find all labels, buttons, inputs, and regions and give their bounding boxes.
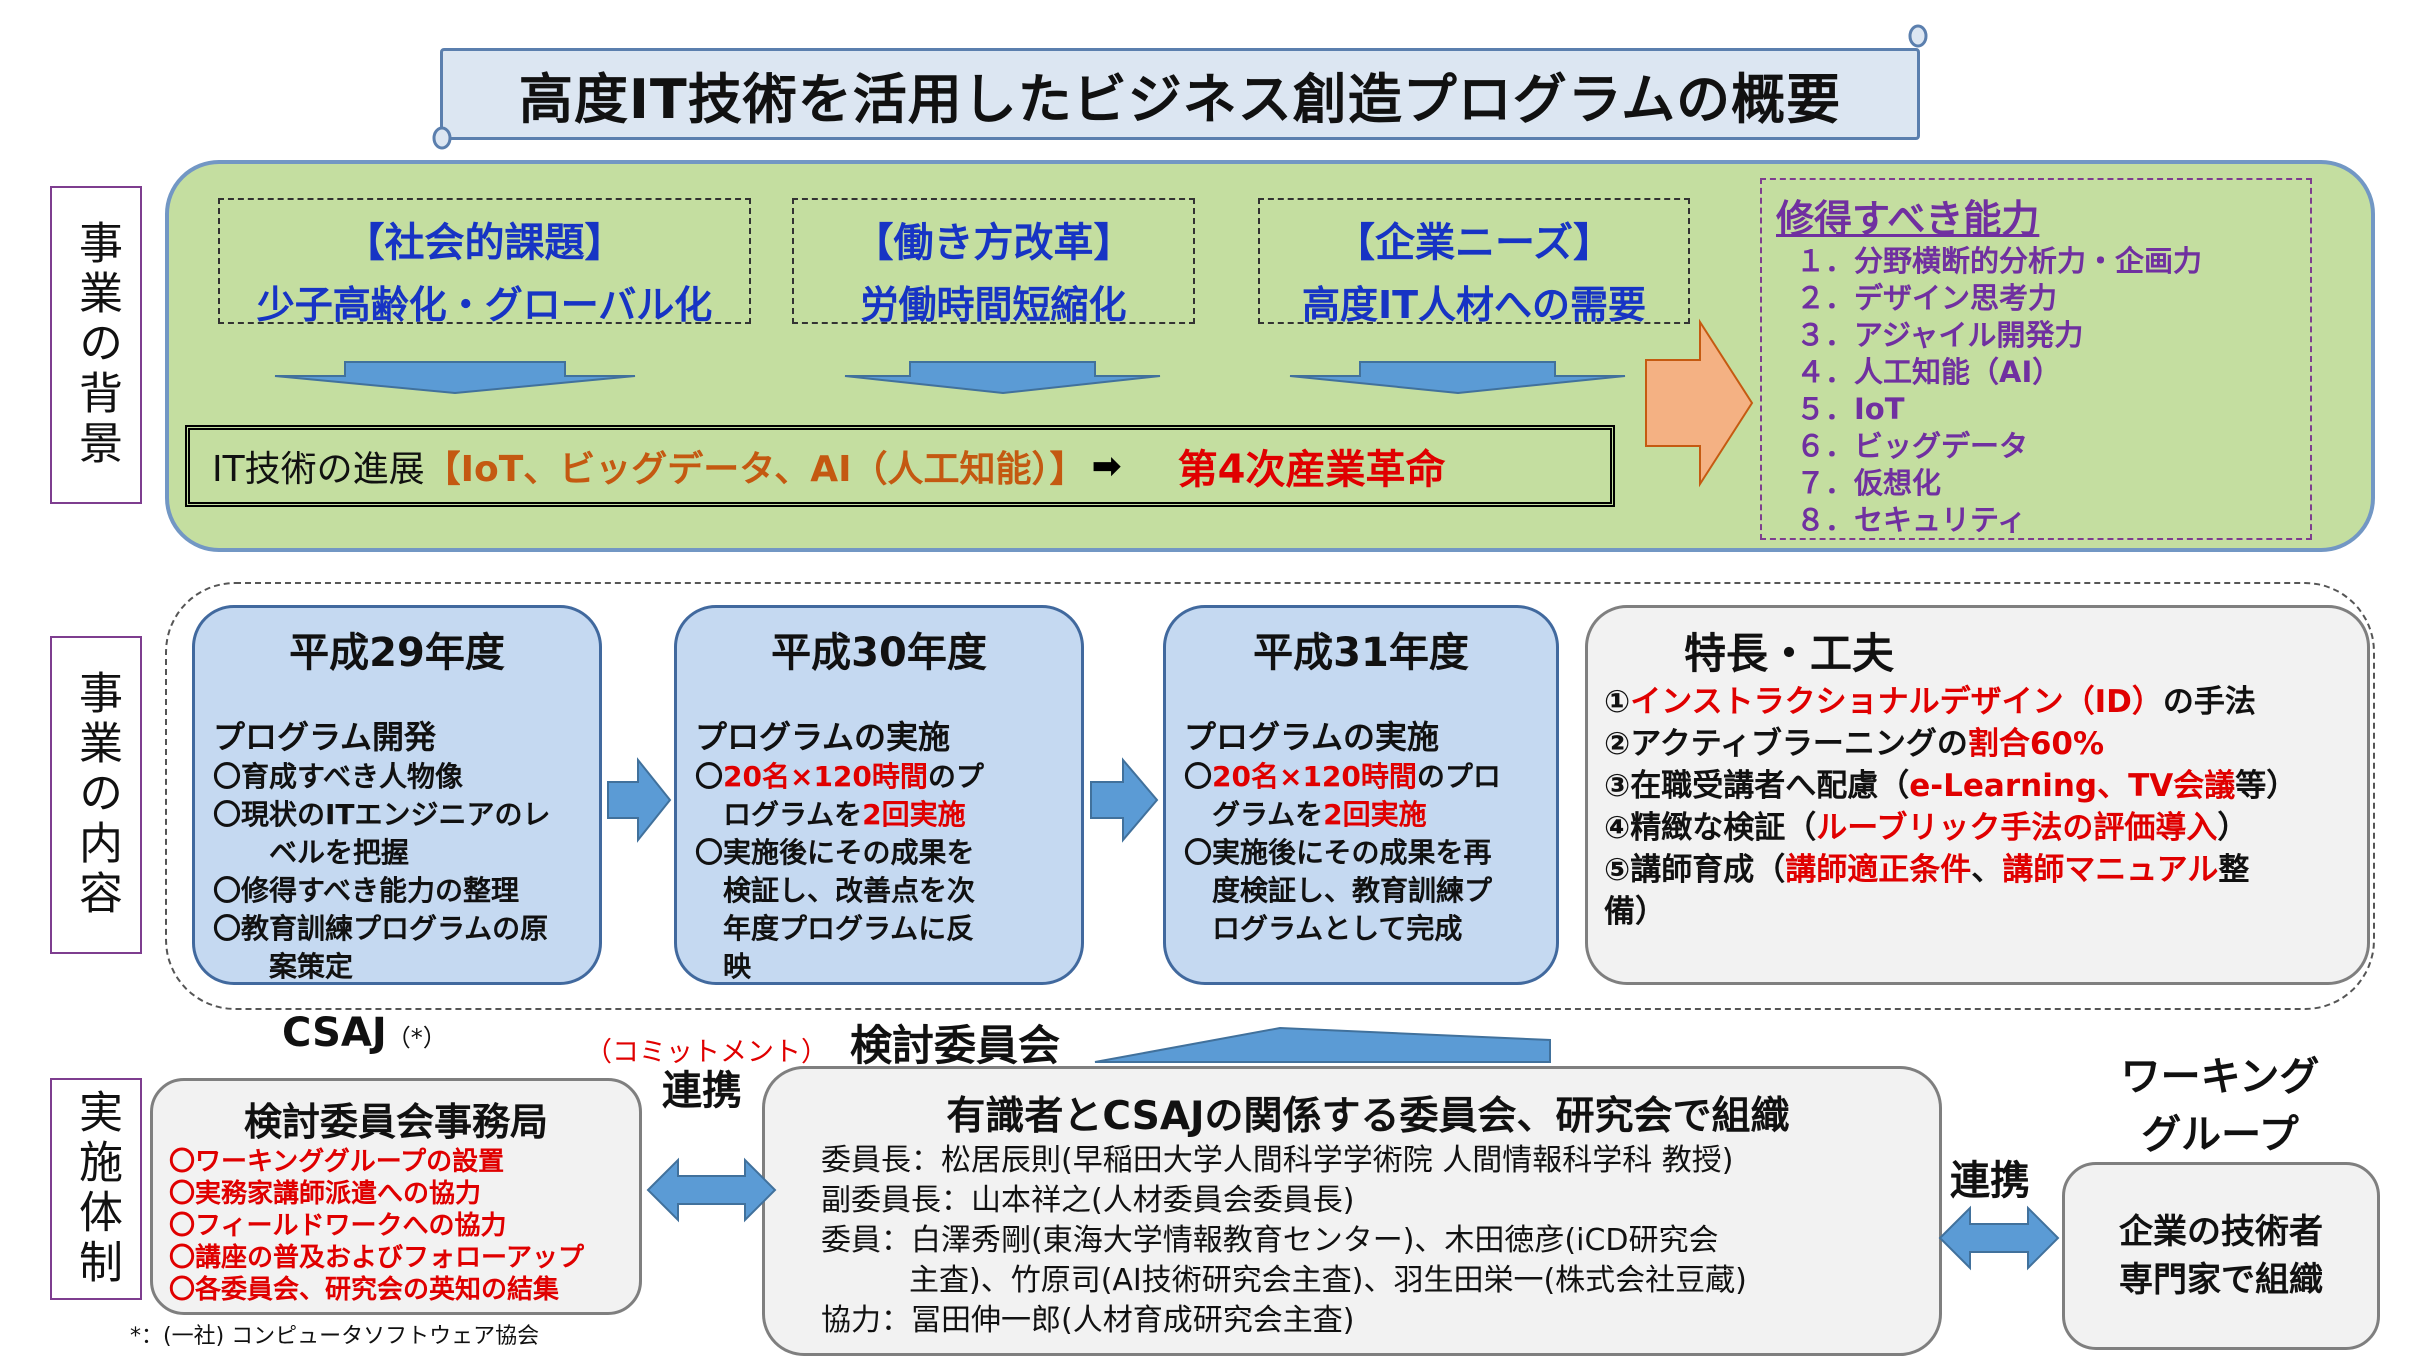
skills-box: 修得すべき能力 １．分野横断的分析力・企画力 ２．デザイン思考力 ３．アジャイル… — [1760, 178, 2312, 540]
year-h29-item: 〇育成すべき人物像 — [213, 760, 464, 793]
secretariat-item: 〇実務家講師派遣への協力 — [169, 1179, 482, 1209]
section-label-background: 事業の背景 — [50, 186, 142, 504]
tech-result: 第4次産業革命 — [1177, 447, 1446, 493]
features-title: 特長・工夫 — [1684, 629, 1895, 678]
issue-workstyle: 【働き方改革】 労働時間短縮化 — [792, 198, 1195, 327]
committee-members-cont: 主査)、竹原司(AI技術研究会主査)、羽生田栄一(株式会社豆蔵) — [909, 1263, 1747, 1298]
year-h29-item: 案策定 — [241, 950, 354, 983]
year-h31-title: 平成31年度 — [1253, 630, 1469, 676]
year-h31-subtitle: プログラムの実施 — [1184, 718, 1440, 756]
year-h29-item: 〇修得すべき能力の整理 — [213, 874, 520, 907]
renkei-label-left: 連携 — [662, 1068, 742, 1114]
skill-item: ６．ビッグデータ — [1796, 429, 2029, 463]
year-h29-item: ベルを把握 — [241, 836, 410, 869]
committee-box: 有識者とCSAJの関係する委員会、研究会で組織 委員長：松居辰則(早稲田大学人間… — [762, 1066, 1942, 1356]
skill-item: ３．アジャイル開発力 — [1796, 318, 2084, 352]
year-h29-box: 平成29年度 プログラム開発 〇育成すべき人物像 〇現状のITエンジニアのレ ベ… — [192, 605, 602, 985]
wg-box: 企業の技術者 専門家で組織 — [2062, 1162, 2380, 1350]
tech-arrow-icon: ➡ — [1091, 445, 1122, 487]
committee-cooperation: 協力：冨田伸一郎(人材育成研究会主査) — [821, 1303, 1355, 1338]
year-h31-line: 〇実施後にその成果を再 — [1184, 836, 1492, 869]
skill-item: １．分野横断的分析力・企画力 — [1796, 244, 2203, 278]
issue-corporate: 【企業ニーズ】 高度IT人材への需要 — [1258, 198, 1690, 327]
issue-social: 【社会的課題】 少子高齢化・グローバル化 — [218, 198, 751, 327]
feature-item: 備） — [1604, 894, 1666, 930]
section-label-organization: 実施体制 — [50, 1078, 142, 1300]
year-h31-line: グラムを2回実施 — [1212, 798, 1427, 831]
year-h31-box: 平成31年度 プログラムの実施 〇20名×120時間のプロ グラムを2回実施 〇… — [1163, 605, 1559, 985]
tech-prefix: IT技術の進展 — [212, 449, 425, 490]
page-title: 高度IT技術を活用したビジネス創造プログラムの概要 — [440, 48, 1920, 140]
year-h30-line: 〇20名×120時間のプ — [695, 760, 984, 793]
issue-social-heading: 【社会的課題】 — [344, 220, 625, 266]
commitment-label: （コミットメント） — [585, 1037, 828, 1068]
committee-members: 委員：白澤秀剛(東海大学情報教育センター)、木田徳彦(iCD研究会 — [821, 1223, 1719, 1258]
wg-title: ワーキング グループ — [2120, 1054, 2320, 1158]
year-h31-line: 度検証し、教育訓練プ — [1212, 874, 1493, 907]
footnote: *：(一社) コンピュータソフトウェア協会 — [130, 1324, 540, 1349]
year-h29-title: 平成29年度 — [289, 630, 505, 676]
issue-workstyle-heading: 【働き方改革】 — [853, 220, 1134, 266]
year-h31-line: 〇20名×120時間のプロ — [1184, 760, 1501, 793]
issue-corporate-body: 高度IT人材への需要 — [1301, 283, 1647, 327]
year-h30-line: 映 — [723, 950, 752, 983]
secretariat-item: 〇講座の普及およびフォローアップ — [169, 1243, 584, 1273]
tech-bracket: 【IoT、ビッグデータ、AI（人工知能）】 — [424, 449, 1086, 490]
year-h29-item: 〇教育訓練プログラムの原 — [213, 912, 549, 945]
secretariat-item: 〇各委員会、研究会の英知の結集 — [169, 1275, 560, 1305]
year-h30-box: 平成30年度 プログラムの実施 〇20名×120時間のプ ログラムを2回実施 〇… — [674, 605, 1084, 985]
skill-item: ５．IoT — [1796, 392, 1905, 426]
skill-item: ４．人工知能（AI） — [1796, 355, 2062, 389]
secretariat-title: 検討委員会事務局 — [243, 1100, 548, 1144]
wg-box-line: 専門家で組織 — [2119, 1260, 2323, 1300]
year-h29-item: 〇現状のITエンジニアのレ — [213, 798, 551, 831]
skill-item: ８．セキュリティ — [1796, 503, 2027, 537]
skill-item: ７．仮想化 — [1796, 466, 1942, 500]
csaj-note-mark: （*） — [386, 1024, 447, 1052]
year-h30-line: 〇実施後にその成果を — [695, 836, 975, 869]
committee-chair: 委員長：松居辰則(早稲田大学人間科学学術院 人間情報科学科 教授) — [821, 1143, 1734, 1178]
committee-title: 有識者とCSAJの関係する委員会、研究会で組織 — [946, 1094, 1790, 1139]
section-label-content: 事業の内容 — [50, 636, 142, 954]
secretariat-item: 〇ワーキンググループの設置 — [169, 1147, 505, 1177]
secretariat-box: 検討委員会事務局 〇ワーキンググループの設置 〇実務家講師派遣への協力 〇フィー… — [150, 1078, 642, 1315]
year-h30-line: 年度プログラムに反 — [723, 912, 975, 945]
feature-item: ④精緻な検証（ルーブリック手法の評価導入） — [1604, 810, 2249, 846]
features-box: 特長・工夫 ①インストラクショナルデザイン（ID）の手法 ②アクティブラーニング… — [1585, 605, 2370, 985]
tech-progress-box: IT技術の進展 【IoT、ビッグデータ、AI（人工知能）】 ➡ 第4次産業革命 — [185, 425, 1615, 507]
committee-label: 検討委員会 — [850, 1021, 1061, 1070]
double-arrow-icon — [646, 1157, 777, 1223]
feature-item: ②アクティブラーニングの割合60% — [1604, 726, 2105, 762]
renkei-label-right: 連携 — [1950, 1158, 2030, 1204]
up-arrow-icon — [1094, 1026, 1551, 1063]
year-h30-subtitle: プログラムの実施 — [695, 718, 951, 756]
issue-workstyle-body: 労働時間短縮化 — [860, 283, 1127, 327]
skill-item: ２．デザイン思考力 — [1796, 281, 2058, 315]
secretariat-item: 〇フィールドワークへの協力 — [169, 1211, 507, 1241]
feature-item: ③在職受講者へ配慮（e-Learning、TV会議等） — [1604, 768, 2298, 804]
wg-box-line: 企業の技術者 — [2119, 1212, 2323, 1252]
content-frame — [165, 582, 2375, 1010]
year-h30-line: ログラムを2回実施 — [723, 798, 966, 831]
year-h30-line: 検証し、改善点を次 — [723, 874, 976, 907]
year-h30-title: 平成30年度 — [771, 630, 987, 676]
year-h31-line: ログラムとして完成 — [1212, 912, 1463, 945]
feature-item: ①インストラクショナルデザイン（ID）の手法 — [1604, 684, 2256, 720]
double-arrow-icon — [1938, 1205, 2060, 1271]
skills-title: 修得すべき能力 — [1776, 197, 2040, 241]
issue-social-body: 少子高齢化・グローバル化 — [256, 283, 713, 327]
year-h29-subtitle: プログラム開発 — [213, 718, 437, 756]
feature-item: ⑤講師育成（講師適正条件、講師マニュアル整 — [1604, 852, 2250, 888]
committee-vice-chair: 副委員長：山本祥之(人材委員会委員長) — [821, 1183, 1355, 1218]
issue-corporate-heading: 【企業ニーズ】 — [1335, 220, 1613, 266]
csaj-label: CSAJ（*） — [282, 1010, 447, 1056]
